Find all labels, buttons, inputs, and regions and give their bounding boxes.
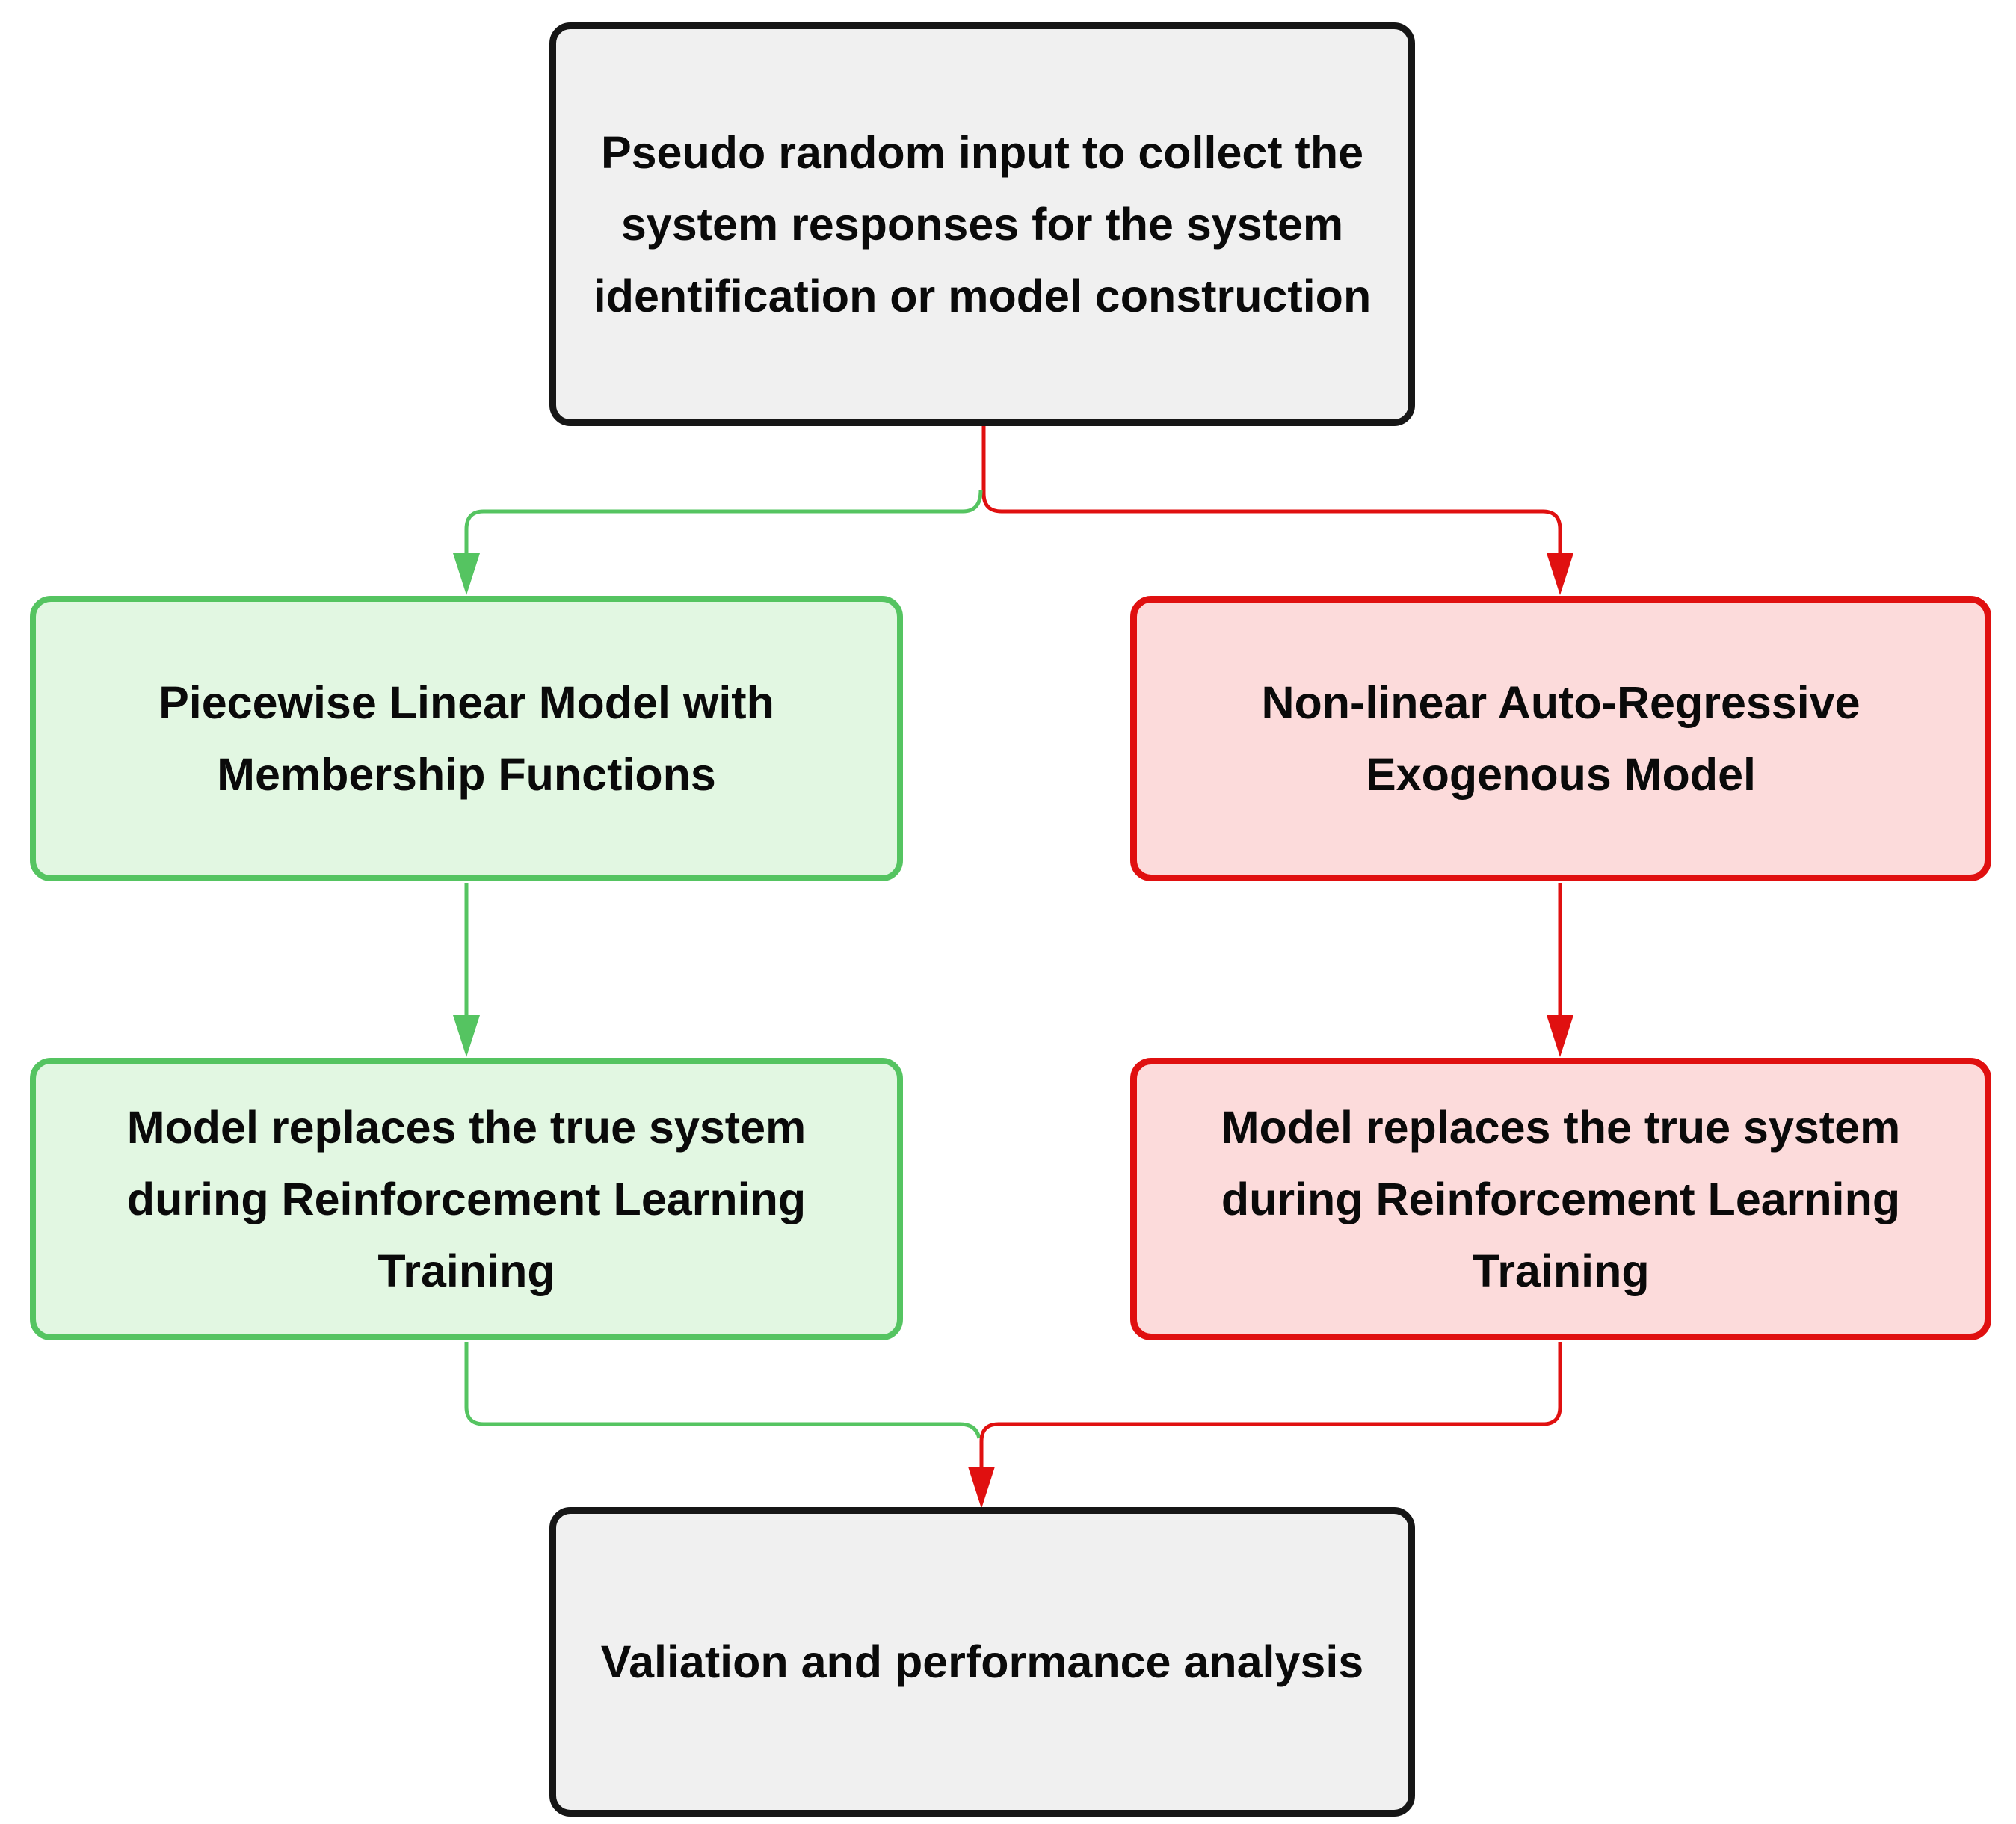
node-validation-analysis-label: Valiation and performance analysis <box>600 1636 1364 1687</box>
node-piecewise-linear-model-label: Piecewise Linear Model with Membership F… <box>158 677 774 800</box>
edge-input-to-pwl <box>464 490 983 555</box>
node-pwl-replaces-system: Model replaces the true system during Re… <box>30 1058 903 1340</box>
node-pseudo-random-input: Pseudo random input to collect the syste… <box>549 22 1415 426</box>
node-nonlinear-arx-model: Non-linear Auto-Regressive Exogenous Mod… <box>1130 596 1991 881</box>
edge-narx-rl-to-validation <box>979 1342 1562 1468</box>
edge-pwl-rl-to-validation <box>464 1342 981 1439</box>
node-pseudo-random-input-label: Pseudo random input to collect the syste… <box>593 127 1372 321</box>
node-narx-replaces-system: Model replaces the true system during Re… <box>1130 1058 1991 1340</box>
node-validation-analysis: Valiation and performance analysis <box>549 1507 1415 1817</box>
arrowhead-into-pwl <box>453 553 480 595</box>
arrowhead-into-pwl-rl <box>453 1015 480 1057</box>
node-piecewise-linear-model: Piecewise Linear Model with Membership F… <box>30 596 903 881</box>
arrowhead-into-narx-rl <box>1547 1015 1573 1057</box>
node-pwl-replaces-system-label: Model replaces the true system during Re… <box>126 1102 807 1296</box>
arrowhead-into-narx <box>1547 553 1573 595</box>
node-narx-replaces-system-label: Model replaces the true system during Re… <box>1221 1102 1901 1296</box>
edge-input-to-narx <box>981 426 1562 555</box>
node-nonlinear-arx-model-label: Non-linear Auto-Regressive Exogenous Mod… <box>1261 677 1861 800</box>
arrowhead-into-validation <box>968 1467 995 1509</box>
